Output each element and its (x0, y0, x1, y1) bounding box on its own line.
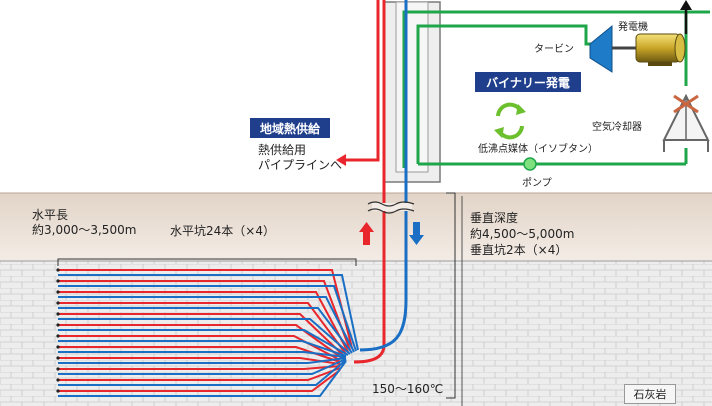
limestone-label-box: 石灰岩 (624, 384, 676, 404)
power-output-arrow-icon (680, 0, 692, 34)
soil-layer (0, 193, 712, 261)
binary-title: バイナリー発電 (486, 75, 570, 90)
horizontal-length-label: 水平長 約3,000～3,500m (32, 208, 136, 238)
pump-label: ポンプ (522, 178, 552, 189)
horizontal-wells-label: 水平坑24本（×4） (170, 224, 275, 238)
generator-icon (635, 33, 686, 66)
well-tips (56, 268, 60, 393)
district-heating-title-box: 地域熱供給 (250, 118, 330, 138)
horizontal-wells-cold (58, 274, 359, 397)
pump-icon (523, 157, 537, 171)
district-heating-title: 地域熱供給 (259, 121, 320, 136)
horizontal-length-line1: 水平長 (32, 208, 69, 222)
heat-supply-arrow-icon (336, 154, 346, 166)
vertical-depth-label: 垂直深度 約4,500～5,000m 垂直坑2本（×4） (470, 210, 574, 258)
down-arrow-icon (409, 222, 424, 245)
heat-supply-line1: 熱供給用 (258, 143, 307, 157)
air-cooler-label: 空気冷却器 (592, 122, 642, 133)
binary-title-box: バイナリー発電 (475, 72, 581, 92)
horizontal-wells-bracket (57, 258, 357, 266)
vertical-depth-line2: 約4,500～5,000m (470, 227, 575, 241)
heat-supply-label: 熱供給用 パイプラインへ (258, 143, 342, 173)
pipe-break-mark (367, 201, 415, 214)
turbine-icon (589, 24, 613, 73)
vertical-depth-line1: 垂直深度 (470, 211, 519, 225)
cold-pipe (359, 0, 408, 352)
air-cooler-icon (662, 93, 710, 152)
temperature-label: 150～160℃ (372, 382, 444, 396)
generator-label: 発電機 (618, 22, 648, 33)
vertical-depth-bracket (446, 192, 456, 399)
working-fluid-label: 低沸点媒体（イソブタン） (478, 144, 598, 155)
horizontal-length-line2: 約3,000～3,500m (32, 223, 137, 237)
turbine-label: タービン (534, 44, 574, 55)
up-arrow-icon (359, 222, 374, 245)
limestone-label: 石灰岩 (633, 388, 667, 401)
heat-supply-line2: パイプラインへ (258, 158, 343, 172)
vertical-wells-label: 垂直坑2本（×4） (470, 243, 568, 257)
